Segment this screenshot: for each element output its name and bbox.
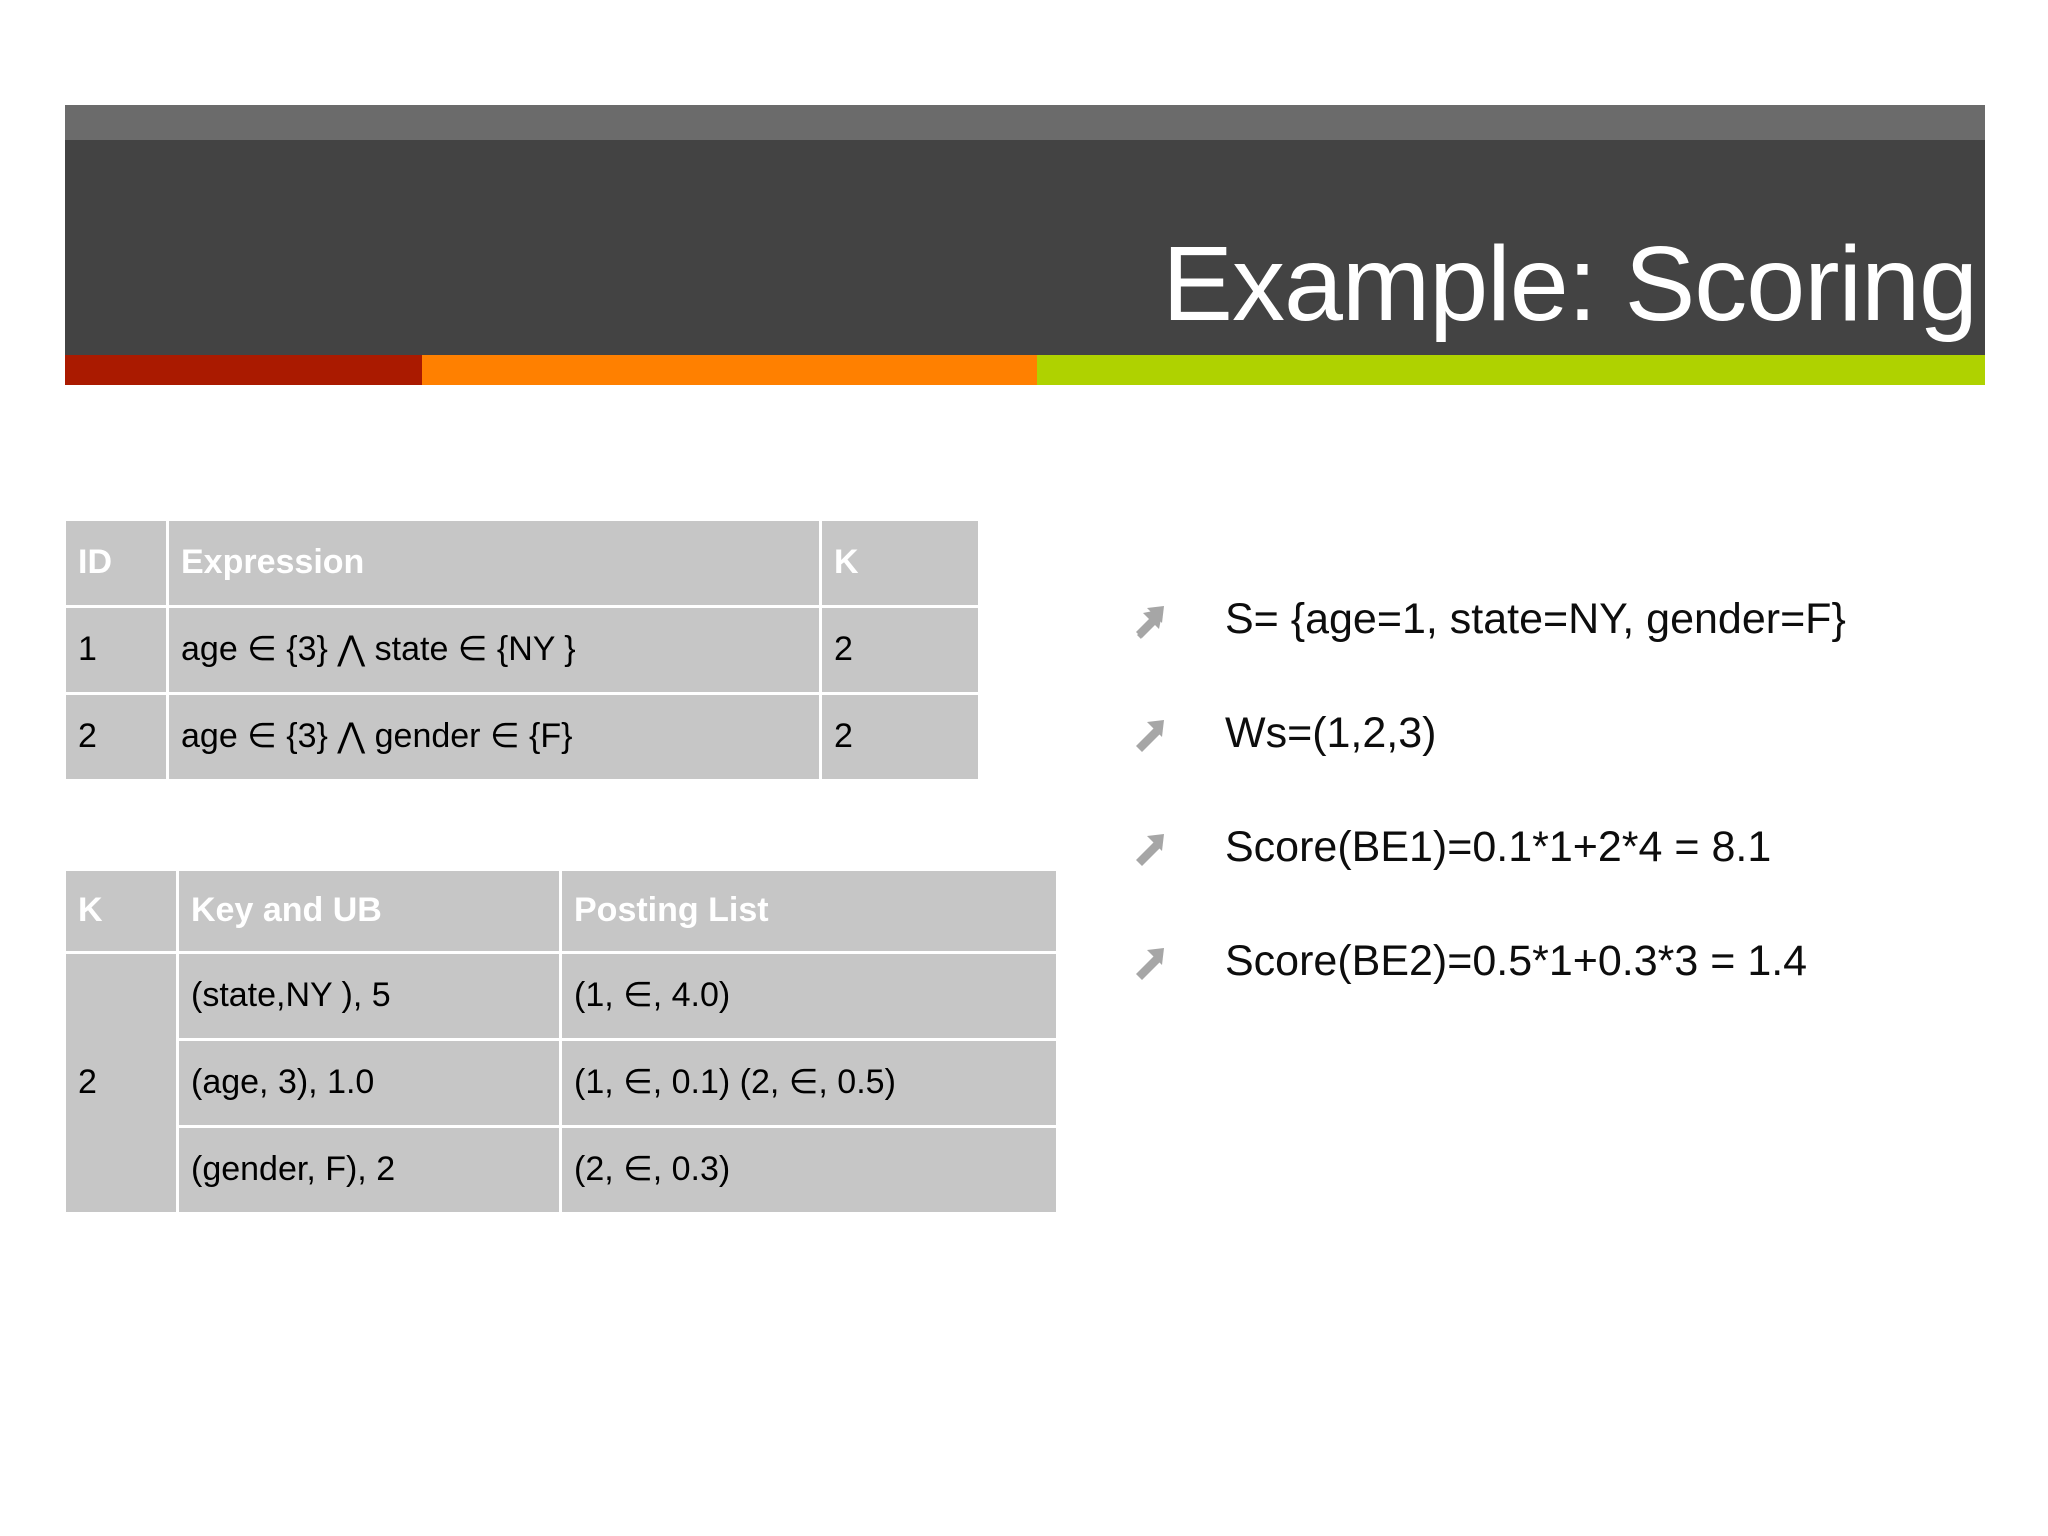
table-row: 2 age ∈ {3} ⋀ gender ∈ {F} 2 (66, 695, 978, 779)
expressions-table: ID Expression K 1 age ∈ {3} ⋀ state ∈ {N… (63, 518, 981, 782)
cell-key-and-ub: (state,NY ), 5 (179, 954, 559, 1038)
cell-posting-list: (2, ∈, 0.3) (562, 1128, 1056, 1212)
list-item: S= {age=1, state=NY, gender=F} (1125, 595, 2025, 651)
column-header-expression: Expression (169, 521, 819, 605)
arrow-up-right-icon (1125, 715, 1169, 759)
arrow-up-right-icon (1125, 943, 1169, 987)
table-header-row: K Key and UB Posting List (66, 871, 1056, 951)
cell-expression: age ∈ {3} ⋀ gender ∈ {F} (169, 695, 819, 779)
table-row: (age, 3), 1.0 (1, ∈, 0.1) (2, ∈, 0.5) (66, 1041, 1056, 1125)
page-title: Example: Scoring (1162, 225, 1978, 343)
list-item: Score(BE2)=0.5*1+0.3*3 = 1.4 (1125, 937, 2025, 993)
table-row: (gender, F), 2 (2, ∈, 0.3) (66, 1128, 1056, 1212)
arrow-up-right-icon (1125, 829, 1169, 873)
table-header-row: ID Expression K (66, 521, 978, 605)
cell-key-and-ub: (age, 3), 1.0 (179, 1041, 559, 1125)
cell-id: 2 (66, 695, 166, 779)
accent-segment-red (65, 355, 422, 385)
list-item-label: S= {age=1, state=NY, gender=F} (1225, 595, 1846, 643)
cell-key-and-ub: (gender, F), 2 (179, 1128, 559, 1212)
accent-segment-orange (422, 355, 1037, 385)
cell-k: 2 (822, 695, 978, 779)
cell-expression: age ∈ {3} ⋀ state ∈ {NY } (169, 608, 819, 692)
column-header-k: K (66, 871, 176, 951)
list-item: Score(BE1)=0.1*1+2*4 = 8.1 (1125, 823, 2025, 879)
cell-posting-list: (1, ∈, 0.1) (2, ∈, 0.5) (562, 1041, 1056, 1125)
cell-posting-list: (1, ∈, 4.0) (562, 954, 1056, 1038)
cell-k-group: 2 (66, 954, 176, 1212)
list-item: Ws=(1,2,3) (1125, 709, 2025, 765)
cell-k: 2 (822, 608, 978, 692)
column-header-k: K (822, 521, 978, 605)
bullet-list: S= {age=1, state=NY, gender=F} Ws=(1,2,3… (1125, 595, 2025, 1051)
list-item-label: Ws=(1,2,3) (1225, 709, 1437, 757)
list-item-label: Score(BE1)=0.1*1+2*4 = 8.1 (1225, 823, 1772, 871)
table-row: 1 age ∈ {3} ⋀ state ∈ {NY } 2 (66, 608, 978, 692)
banner-top-strip (65, 105, 1985, 140)
banner-body: Example: Scoring (65, 140, 1985, 355)
cell-id: 1 (66, 608, 166, 692)
postings-table: K Key and UB Posting List 2 (state,NY ),… (63, 868, 1059, 1215)
arrow-up-right-icon (1125, 601, 1169, 645)
table-row: 2 (state,NY ), 5 (1, ∈, 4.0) (66, 954, 1056, 1212)
accent-color-bar (65, 355, 1985, 385)
column-header-posting-list: Posting List (562, 871, 1056, 951)
column-header-key-and-ub: Key and UB (179, 871, 559, 951)
list-item-label: Score(BE2)=0.5*1+0.3*3 = 1.4 (1225, 937, 1808, 985)
column-header-id: ID (66, 521, 166, 605)
slide-title-banner: Example: Scoring (65, 105, 1985, 385)
accent-segment-green (1037, 355, 1985, 385)
